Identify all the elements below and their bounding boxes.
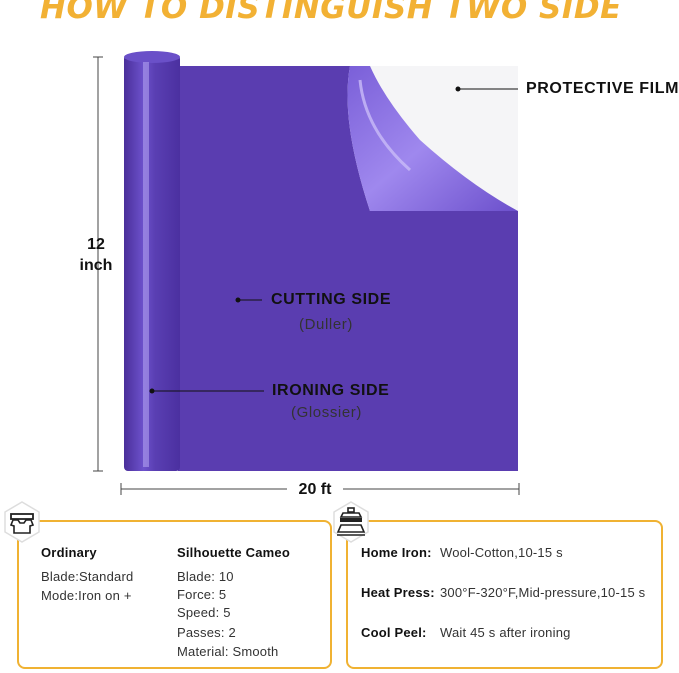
ironing-side-label: IRONING SIDE [272,382,390,399]
width-label: 20 ft [287,481,343,499]
ordinary-line: Blade:Standard [41,569,134,584]
height-value: 12 [87,236,105,253]
heat-press-label: Heat Press: [361,585,435,600]
vinyl-roll-illustration [93,51,520,495]
home-iron-label: Home Iron: [361,545,432,560]
vinyl-sheet [178,66,518,471]
protective-film-label: PROTECTIVE FILM [526,80,679,97]
cameo-line: Force: 5 [177,587,227,602]
cutter-settings-card [17,520,332,669]
peeled-corner [347,66,518,211]
press-settings-card [346,520,663,669]
ordinary-heading: Ordinary [41,545,97,560]
cutting-side-label: CUTTING SIDE [271,291,392,308]
home-iron-value: Wool-Cotton,10-15 s [440,545,563,560]
heat-press-value: 300°F-320°F,Mid-pressure,10-15 s [440,585,646,600]
cool-peel-value: Wait 45 s after ironing [440,625,571,640]
shirt-press-icon [4,501,40,543]
ironing-side-note: (Glossier) [291,404,363,421]
cameo-line: Material: Smooth [177,644,279,659]
cameo-heading: Silhouette Cameo [177,545,290,560]
vinyl-roll [124,55,180,471]
cool-peel-label: Cool Peel: [361,625,427,640]
page-title: HOW TO DISTINGUISH TWO SIDE [40,0,622,26]
cameo-line: Blade: 10 [177,569,234,584]
cutting-side-note: (Duller) [299,316,353,333]
height-unit: inch [79,257,113,274]
cameo-line: Passes: 2 [177,625,236,640]
cameo-line: Speed: 5 [177,605,231,620]
heat-press-icon [333,501,369,543]
ordinary-line: Mode:Iron on + [41,588,132,603]
